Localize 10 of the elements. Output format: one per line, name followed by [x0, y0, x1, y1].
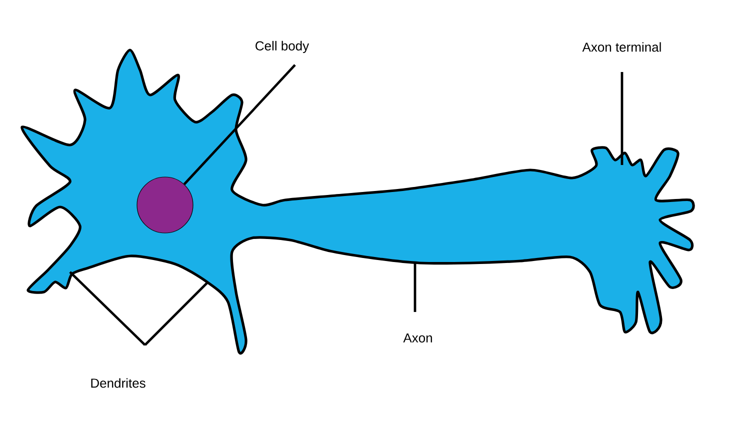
- leader-line: [183, 64, 296, 186]
- label-text: Dendrites: [91, 378, 146, 388]
- label-text: Axon: [403, 333, 432, 343]
- leader-line: [414, 262, 416, 312]
- label-text: Cell body: [256, 40, 310, 54]
- nucleus-circle: [136, 176, 194, 234]
- leader-line: [144, 282, 208, 346]
- label-text: Axon terminal: [582, 42, 661, 52]
- leader-line: [69, 271, 146, 346]
- leader-line: [620, 72, 624, 165]
